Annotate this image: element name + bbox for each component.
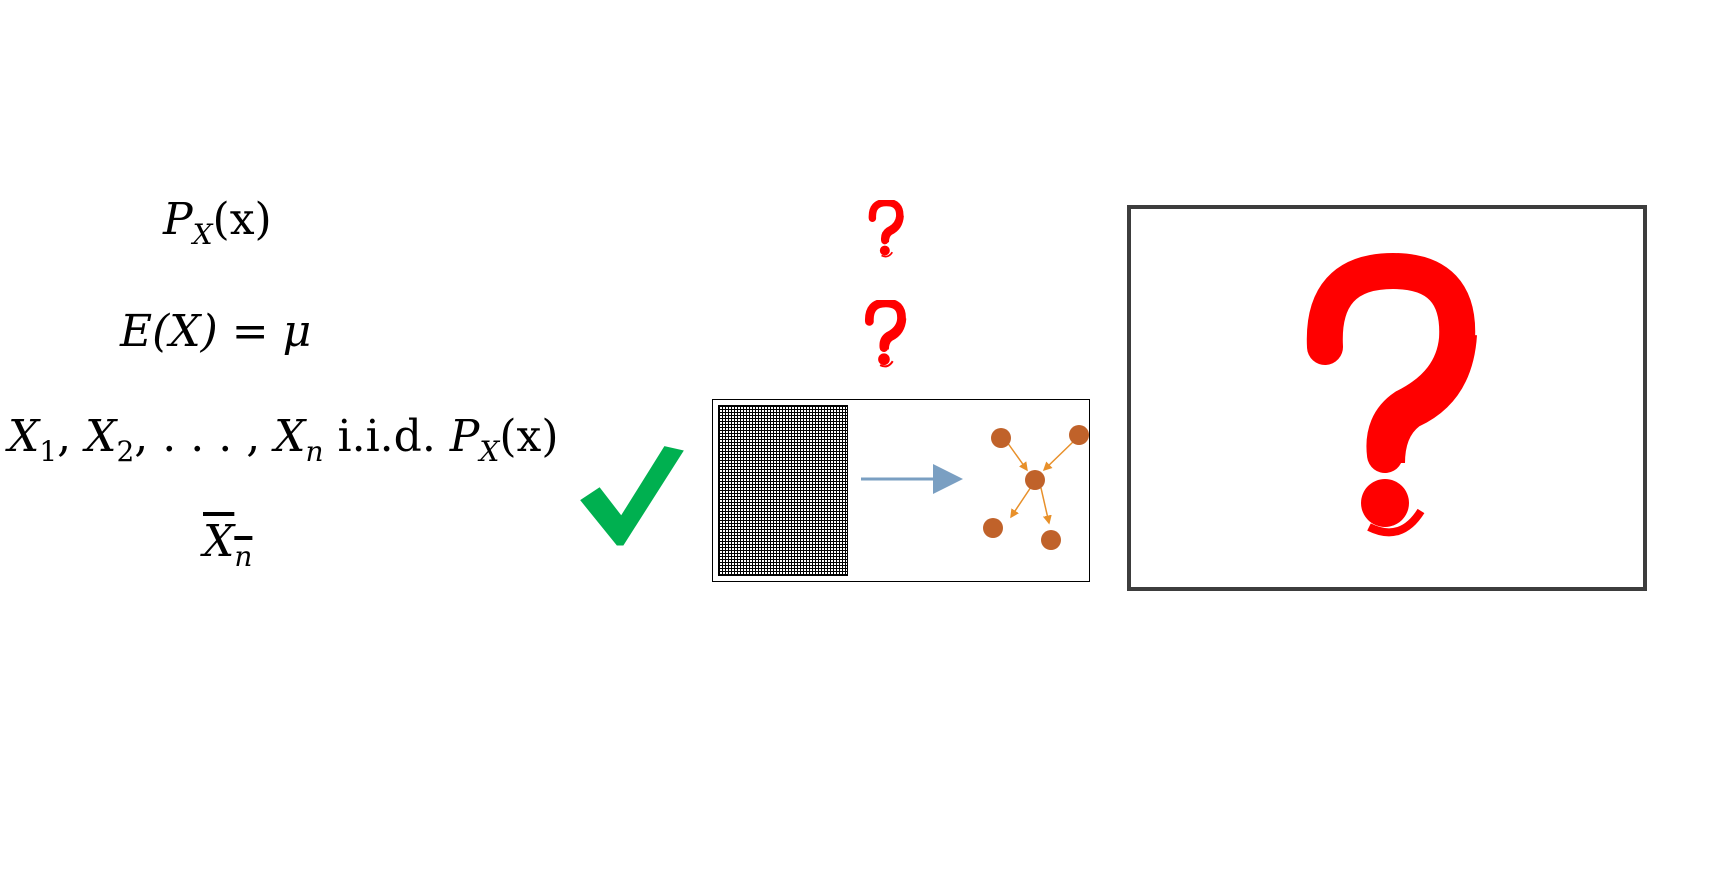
network-edge xyxy=(1040,487,1052,525)
sample-iid: i.i.d. xyxy=(323,411,450,462)
sample-P: P xyxy=(449,411,480,462)
network-edge xyxy=(1010,486,1032,519)
network-graph xyxy=(861,425,1089,550)
sample-mean-base: Xn xyxy=(203,516,252,571)
sample-mean-sub: n xyxy=(234,540,253,573)
sample-x1: X xyxy=(8,411,40,462)
network-edge xyxy=(1006,441,1028,472)
data-to-network-diagram xyxy=(712,399,1090,582)
sample-sub2: 2 xyxy=(116,435,135,468)
question-mark-icon xyxy=(865,300,907,368)
sample-P-sub: X xyxy=(479,435,500,468)
network-node xyxy=(1041,530,1061,550)
network-node xyxy=(1025,470,1045,490)
dist-rest: (x) xyxy=(212,194,272,245)
question-mark-icon xyxy=(868,200,904,258)
sample-mean-formula: Xn xyxy=(203,520,252,571)
network-edge xyxy=(1042,439,1076,472)
sample-dots: , . . . , xyxy=(134,411,275,462)
expectation-text: E(X) = μ xyxy=(120,306,312,357)
sample-rest: (x) xyxy=(499,411,559,462)
distribution-formula: PX(x) xyxy=(163,198,272,249)
sample-sub1: 1 xyxy=(39,435,58,468)
sample-subn: n xyxy=(305,435,324,468)
sample-mean-x: X xyxy=(203,516,235,567)
network-node xyxy=(983,518,1003,538)
dist-P: P xyxy=(163,194,193,245)
question-mark-icon xyxy=(1306,252,1477,537)
dist-sub: X xyxy=(192,218,213,251)
sample-xn: X xyxy=(274,411,306,462)
network-node xyxy=(1069,425,1089,445)
data-matrix-grid xyxy=(718,405,848,576)
sample-sep1: , xyxy=(57,411,86,462)
sample-x2: X xyxy=(85,411,117,462)
unknown-model-box xyxy=(1127,205,1647,591)
checkmark-icon xyxy=(580,446,684,546)
network-node xyxy=(991,428,1011,448)
expectation-formula: E(X) = μ xyxy=(120,310,311,354)
iid-sample-formula: X1, X2, . . . , Xn i.i.d. PX(x) xyxy=(8,415,559,466)
